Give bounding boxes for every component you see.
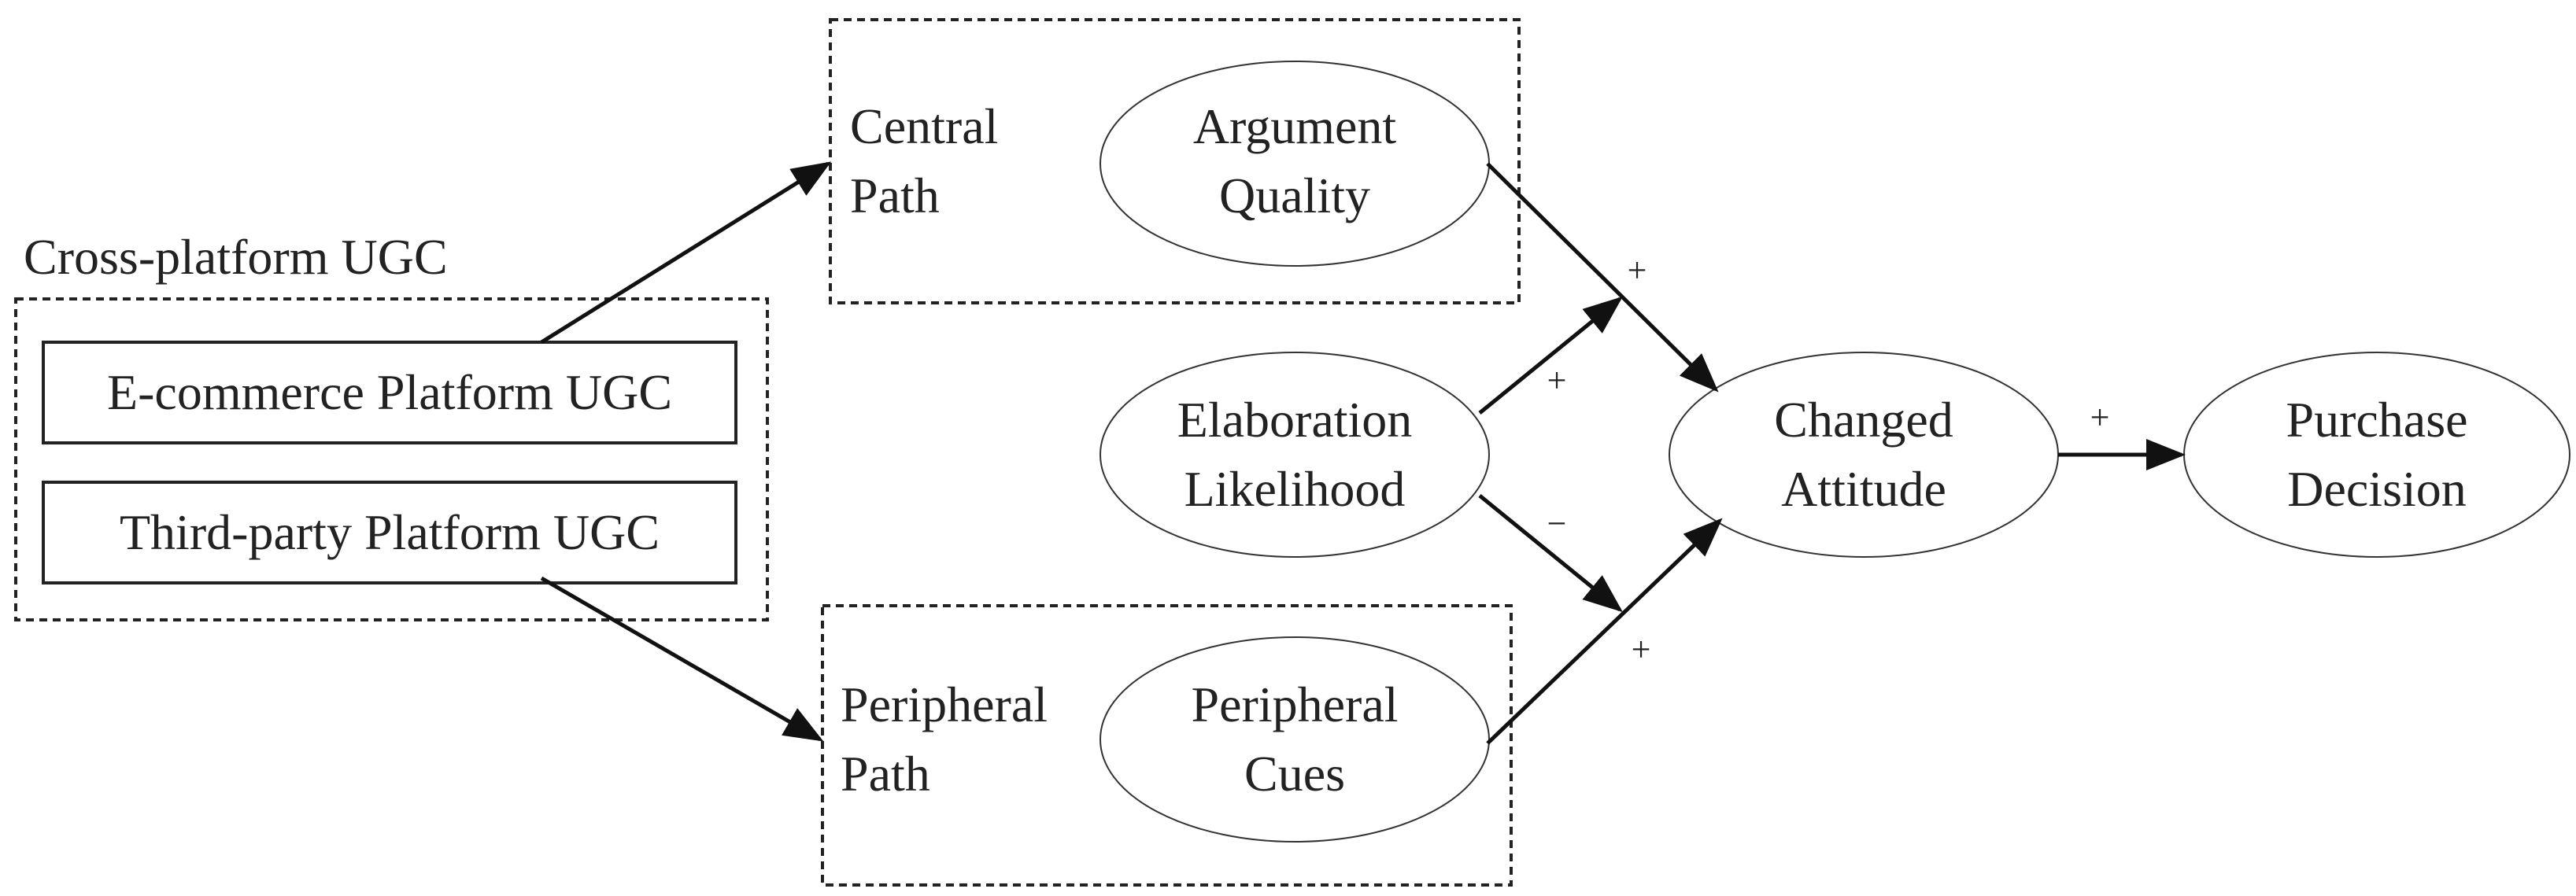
elaboration-to-peripheral-arrow: [1478, 494, 1623, 613]
elaboration-to-central-arrow: [1478, 296, 1623, 415]
peripheral-path-label-line2: Path: [841, 746, 930, 802]
central-path-label-line1: Central: [850, 98, 998, 154]
purchase-decision-node: [2183, 352, 2570, 558]
thirdparty-ugc-label: Third-party Platform UGC: [120, 504, 660, 560]
changed-attitude-label-line1: Changed: [1774, 392, 1953, 448]
central-path-label-line2: Path: [850, 168, 940, 223]
central-path-group: [829, 18, 1521, 304]
argument-quality-node: [1100, 61, 1490, 267]
cues-to-attitude-arrow: [1486, 518, 1723, 745]
purchase-decision-label-line2: Decision: [2287, 461, 2467, 517]
cues-to-attitude-sign: +: [1632, 630, 1651, 669]
peripheral-cues-label-line2: Cues: [1244, 746, 1345, 802]
cross-platform-ugc-title: Cross-platform UGC: [24, 229, 448, 285]
argument-to-attitude-sign: +: [1628, 251, 1647, 289]
peripheral-path-group: [821, 604, 1513, 887]
attitude-to-purchase-sign: +: [2090, 398, 2110, 437]
ugc-to-peripheral-path-arrow: [540, 576, 824, 742]
peripheral-path-label-line1: Peripheral: [841, 677, 1048, 732]
elaboration-likelihood-label-line1: Elaboration: [1177, 392, 1413, 448]
argument-quality-label-line2: Quality: [1219, 168, 1370, 223]
ecommerce-ugc-label: E-commerce Platform UGC: [107, 364, 672, 420]
elaboration-likelihood-label-line2: Likelihood: [1185, 461, 1406, 517]
peripheral-cues-label-line1: Peripheral: [1192, 677, 1399, 732]
ecommerce-ugc-box: [42, 341, 737, 444]
thirdparty-ugc-box: [42, 481, 737, 584]
argument-to-attitude-arrow: [1486, 162, 1719, 393]
cross-platform-ugc-group: [14, 297, 769, 621]
changed-attitude-node: [1669, 352, 2059, 558]
elaboration-to-central-sign: +: [1547, 361, 1567, 400]
changed-attitude-label-line2: Attitude: [1781, 461, 1946, 517]
argument-quality-label-line1: Argument: [1193, 98, 1397, 154]
ugc-to-central-path-arrow: [540, 161, 832, 345]
purchase-decision-label-line1: Purchase: [2286, 392, 2467, 448]
elaboration-likelihood-node: [1100, 352, 1490, 558]
peripheral-cues-node: [1100, 636, 1490, 843]
elaboration-to-peripheral-sign: −: [1547, 504, 1567, 543]
